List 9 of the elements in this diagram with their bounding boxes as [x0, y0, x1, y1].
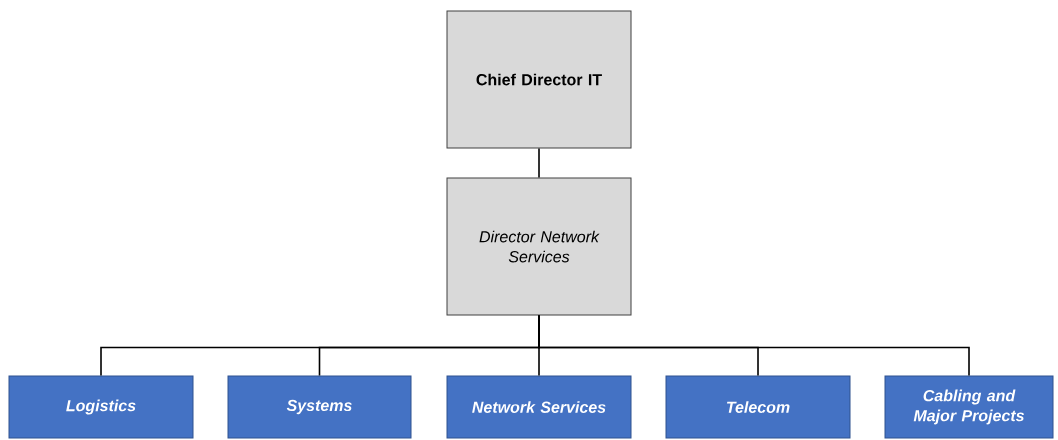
connector-line	[538, 147, 540, 179]
department-box: Logistics	[8, 375, 194, 439]
connector-line	[538, 314, 970, 377]
department-box: Cabling and Major Projects	[884, 375, 1054, 439]
department-box: Network Services	[446, 375, 632, 439]
department-box: Systems	[227, 375, 412, 439]
org-chart-box: Director Network Services	[446, 177, 632, 316]
department-box: Telecom	[665, 375, 851, 439]
org-chart-box: Chief Director IT	[446, 10, 632, 149]
